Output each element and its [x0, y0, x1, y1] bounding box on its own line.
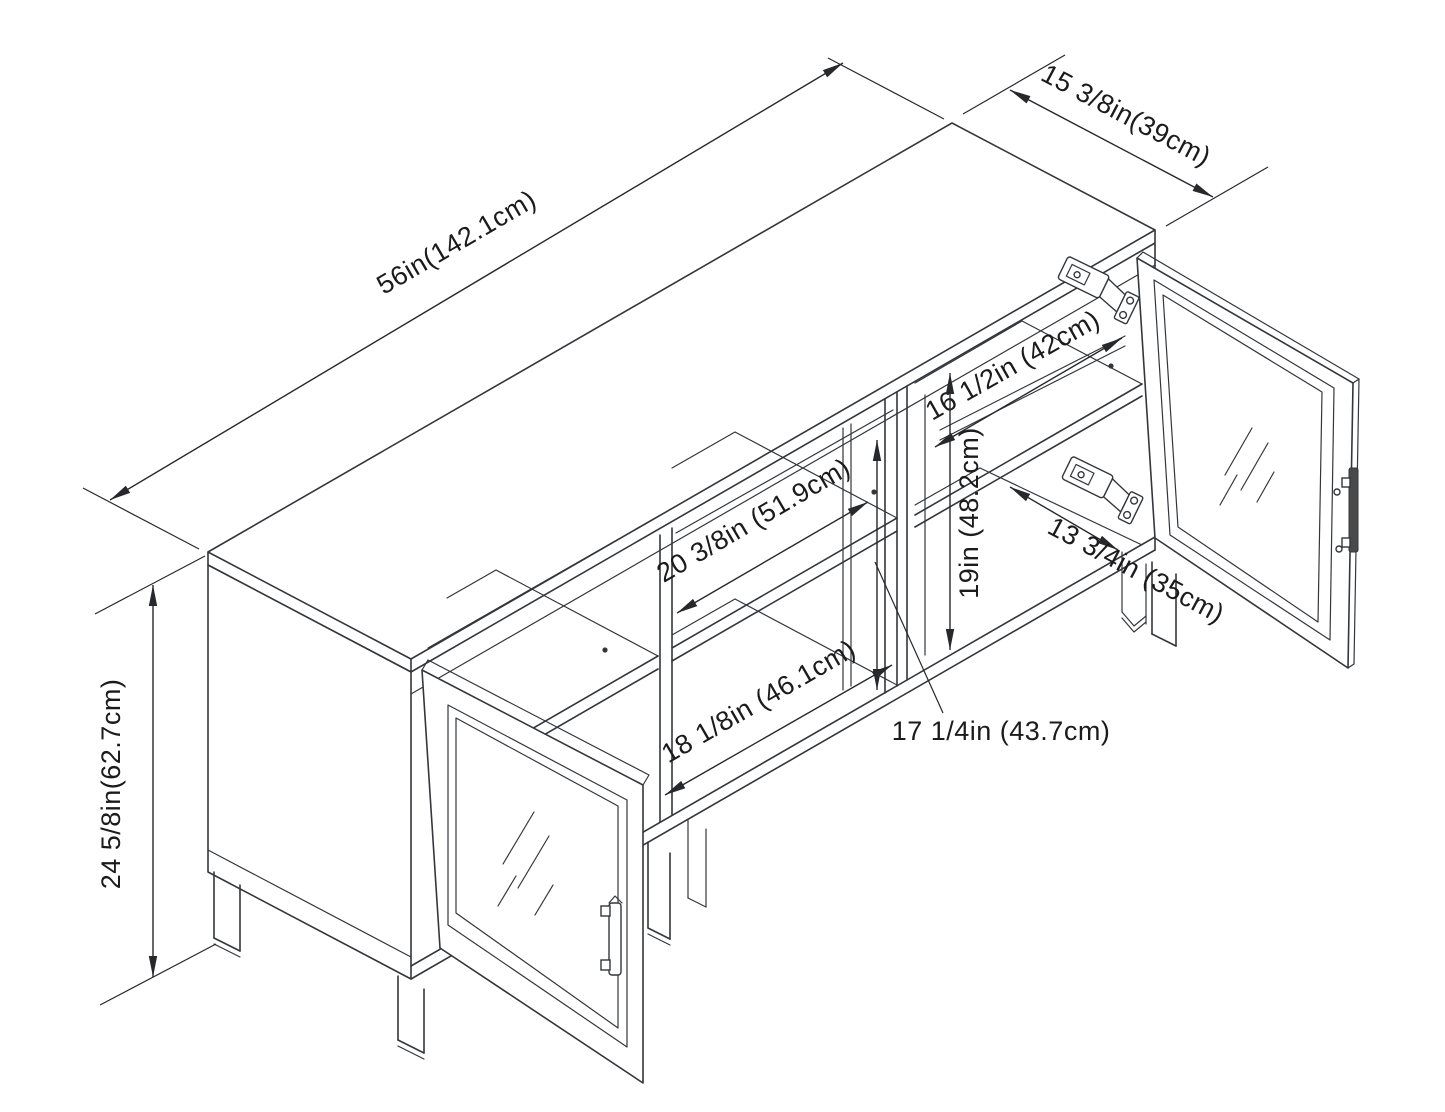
leg-back-left [213, 871, 241, 958]
leg-front-right [1151, 561, 1177, 647]
left-glass-door [421, 659, 650, 1084]
right-door-handle [1341, 467, 1359, 553]
cabinet-legs [213, 551, 1177, 1060]
left-door-handle [600, 895, 623, 976]
leg-middle-front [647, 841, 671, 946]
dimension-label-overall-height: 24 5/8in(62.7cm) [96, 679, 126, 890]
dimension-label-overall-depth: 15 3/8in(39cm) [1036, 58, 1215, 172]
leg-middle-back [687, 819, 707, 908]
dimension-label-overall-width: 56in(142.1cm) [372, 184, 542, 300]
glass-reflection-icon [497, 811, 554, 916]
dimension-overall-height: 24 5/8in(62.7cm) [94, 555, 217, 1006]
hinge-top-icon [1057, 256, 1140, 325]
leg-front-left [397, 975, 425, 1060]
hinge-bottom-icon [1061, 456, 1144, 525]
dimension-label-right-opening-height: 19in (48.2cm) [954, 427, 984, 599]
dimension-middle-opening-height: 17 1/4in (43.7cm) [872, 440, 1111, 746]
cabinet-top-panel [207, 122, 1156, 673]
right-glass-door [1136, 251, 1360, 669]
glass-reflection-icon [1219, 427, 1275, 506]
leg-back-right [1121, 551, 1147, 633]
dimension-bottom-opening-width: 18 1/8in (46.1cm) [656, 634, 893, 796]
dimension-label-middle-opening-height: 17 1/4in (43.7cm) [892, 716, 1111, 746]
dimension-right-opening-height: 19in (48.2cm) [945, 373, 984, 650]
